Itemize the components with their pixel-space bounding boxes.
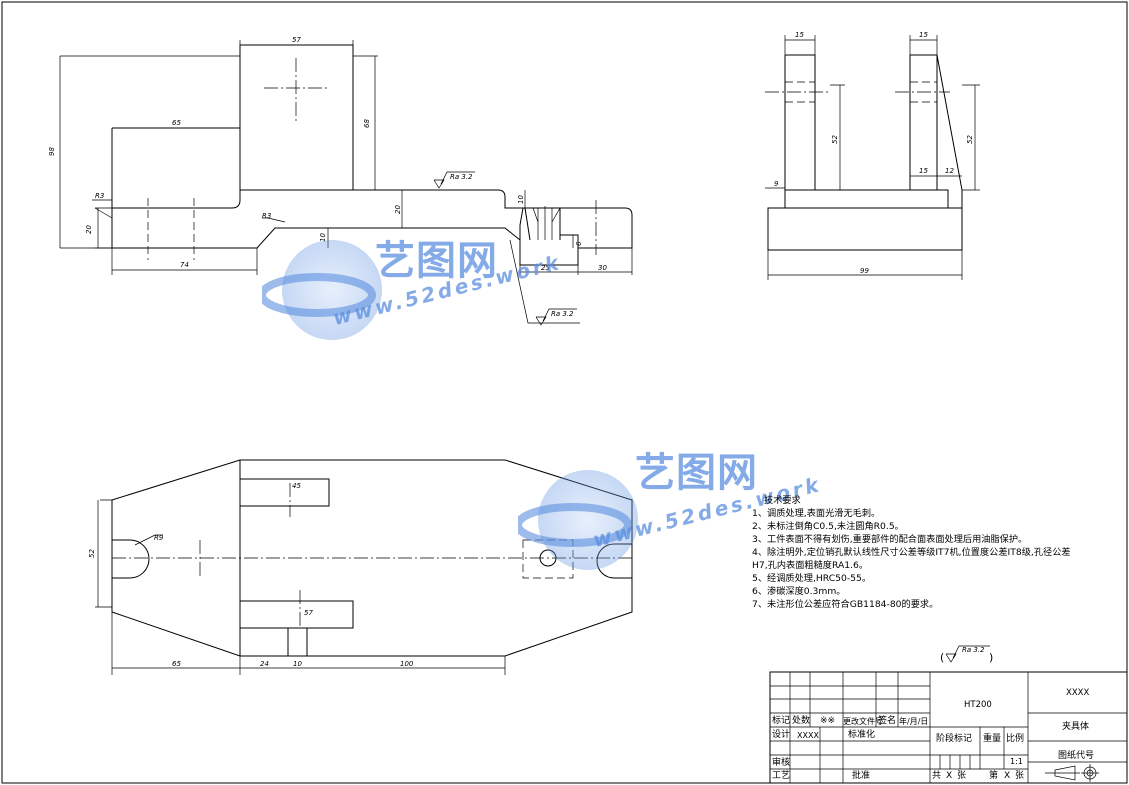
tb-jieduan: 阶段标记 <box>936 734 973 744</box>
dim-30: 30 <box>598 264 607 272</box>
tb-qianming: 签名 <box>878 716 897 726</box>
tb-zhang2: 张 <box>1015 771 1025 781</box>
dim-20-left: 20 <box>85 225 93 234</box>
tb-chushu: 处数 <box>792 716 811 726</box>
tb-gong-x: X <box>946 771 953 781</box>
note-item-2: 2、未标注倒角C0.5,未注圆角R0.5。 <box>752 521 904 532</box>
tb-xx: ※※ <box>820 716 836 726</box>
dim-10-mid: 10 <box>319 233 327 242</box>
tb-sheji: 设计 <box>772 730 791 740</box>
tb-bili-val: 1:1 <box>1010 757 1023 766</box>
note-item-6: 6、渗碳深度0.3mm。 <box>752 586 846 597</box>
dim-100: 100 <box>400 660 414 668</box>
front-view: 57 68 98 65 20 20 10 10 74 25 30 6 R3 R3… <box>48 36 633 326</box>
tb-part-name: 夹具体 <box>1062 722 1090 732</box>
tb-sheji-val: XXXX <box>797 731 819 740</box>
notes-title: 技术要求 <box>764 495 801 506</box>
tb-di: 第 <box>989 771 999 781</box>
dim-68: 68 <box>363 119 371 128</box>
note-item-1: 1、调质处理,表面光滑无毛刺。 <box>752 508 881 519</box>
tb-shenhe: 审核 <box>772 758 791 768</box>
dim-15-bottom: 15 <box>919 167 928 175</box>
roughness-ra-leader: Ra 3.2 <box>551 310 574 318</box>
tb-zhang1: 张 <box>957 771 967 781</box>
dim-24: 24 <box>260 660 269 668</box>
tb-biaoji: 标记 <box>772 716 791 726</box>
dim-12: 12 <box>945 167 954 175</box>
note-item-4b: H7,孔内表面粗糙度RA1.6。 <box>752 560 869 571</box>
dim-45: 45 <box>292 482 301 490</box>
dim-57-front: 57 <box>292 36 301 44</box>
dim-r3-left: R3 <box>95 192 104 200</box>
note-item-3: 3、工件表面不得有划伤,重要部件的配合面表面处理后用油脂保护。 <box>752 534 1028 545</box>
tb-material: HT200 <box>964 700 992 710</box>
dim-57-top: 57 <box>304 609 313 617</box>
roughness-ra-top: Ra 3.2 <box>450 173 473 181</box>
tb-drawing-no: 图纸代号 <box>1058 751 1095 761</box>
tb-di-x: X <box>1004 771 1011 781</box>
svg-text:(: ( <box>940 651 944 664</box>
tb-pizhun: 批准 <box>852 771 871 781</box>
dim-r3-mid: R3 <box>262 212 271 220</box>
note-item-4: 4、除注明外,定位销孔默认线性尺寸公差等级IT7机,位置度公差IT8级,孔径公差 <box>752 547 1071 558</box>
dim-10-right: 10 <box>517 195 525 204</box>
dim-52-top: 52 <box>88 549 96 558</box>
dim-65-front: 65 <box>172 119 181 127</box>
tb-gongyi: 工艺 <box>772 771 791 781</box>
side-view: 15 15 52 52 9 15 12 99 <box>765 31 980 280</box>
dim-r9: R9 <box>154 534 164 542</box>
dim-9: 9 <box>774 180 779 188</box>
dim-52-inner: 52 <box>831 135 839 144</box>
dim-6: 6 <box>575 241 583 246</box>
tb-zhongliang: 重量 <box>983 734 1002 744</box>
tb-bili: 比例 <box>1006 734 1025 744</box>
dim-52-outer: 52 <box>966 135 974 144</box>
dim-15-right: 15 <box>919 31 928 39</box>
dim-99: 99 <box>860 267 869 275</box>
dim-25: 25 <box>541 264 550 272</box>
dim-15-left: 15 <box>795 31 804 39</box>
dim-65-top: 65 <box>172 660 181 668</box>
technical-requirements: 技术要求 1、调质处理,表面光滑无毛刺。 2、未标注倒角C0.5,未注圆角R0.… <box>752 494 1129 611</box>
dim-98: 98 <box>48 147 56 156</box>
note-item-7: 7、未注形位公差应符合GB1184-80的要求。 <box>752 599 939 610</box>
svg-text:): ) <box>989 651 993 664</box>
note-item-5: 5、经调质处理,HRC50-55。 <box>752 573 872 584</box>
top-view: 45 57 R9 52 65 24 10 100 <box>88 459 633 675</box>
general-roughness-ra: Ra 3.2 <box>962 646 985 654</box>
dim-10-top: 10 <box>293 660 302 668</box>
tb-company: XXXX <box>1066 688 1090 698</box>
dim-74: 74 <box>180 261 189 269</box>
tb-biaozhunhua: 标准化 <box>848 730 876 740</box>
title-block-grid <box>769 671 1128 784</box>
tb-riqi: 年/月/日 <box>899 717 929 726</box>
dim-20-mid: 20 <box>394 205 402 214</box>
tb-gengai: 更改文件号 <box>843 717 883 726</box>
general-roughness: ( ) Ra 3.2 <box>940 645 993 664</box>
tb-gong: 共 <box>932 771 942 781</box>
